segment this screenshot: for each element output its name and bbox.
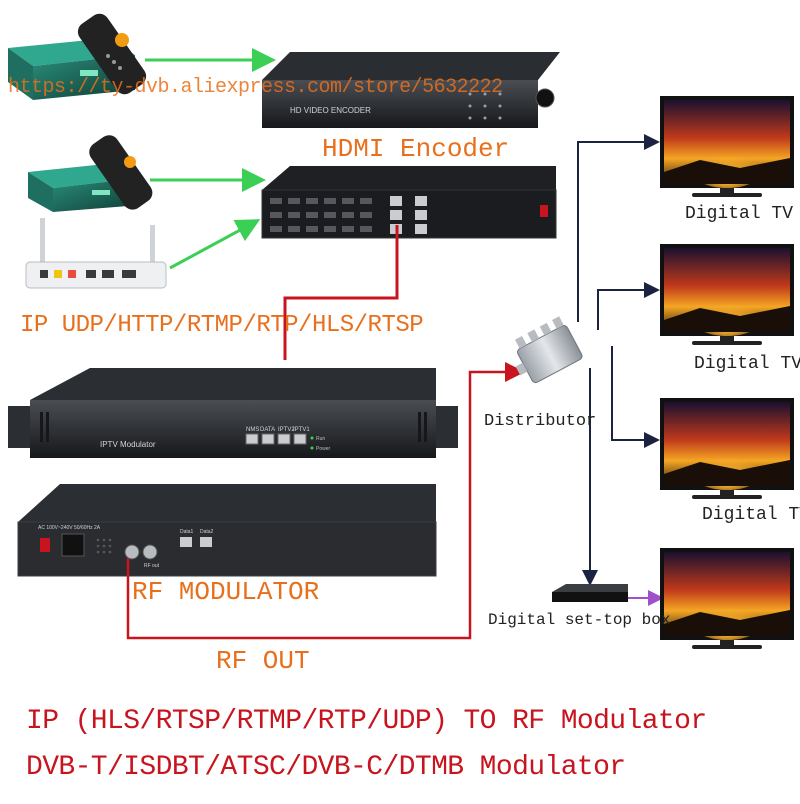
modulator-ethernet-ports bbox=[245, 433, 307, 445]
headline-line2: DVB-T/ISDBT/ATSC/DVB-C/DTMB Modulator bbox=[26, 752, 626, 783]
encoder-panel-label: HD VIDEO ENCODER bbox=[290, 106, 371, 115]
led-label-run: Run bbox=[316, 436, 325, 442]
digital-tv-1 bbox=[660, 96, 794, 197]
port-label-data: DATA bbox=[260, 427, 275, 433]
distributor-label: Distributor bbox=[484, 412, 597, 431]
port-label-iptv2: IPTV2 bbox=[278, 427, 295, 433]
ip-cable-gateway-to-modulator bbox=[283, 225, 399, 360]
hdmi-encoder-device: HD VIDEO ENCODER bbox=[262, 52, 560, 128]
led-label-power: Power bbox=[316, 446, 331, 452]
tv1-label: Digital TV bbox=[685, 204, 794, 224]
digital-set-top-box-icon bbox=[552, 584, 628, 602]
tv2-label: Digital TV bbox=[694, 354, 800, 374]
hdmi-port-array bbox=[270, 198, 372, 232]
cable-to-tv3 bbox=[611, 346, 660, 448]
router-icon bbox=[25, 218, 167, 289]
digital-tv-4 bbox=[660, 548, 794, 649]
tv3-label: Digital TV bbox=[702, 505, 800, 525]
rf-out-port-label: RF out bbox=[144, 563, 160, 569]
remote-control-icon-2 bbox=[89, 135, 153, 210]
ip-gateway-device bbox=[261, 166, 557, 239]
cable-to-tv2 bbox=[597, 282, 660, 330]
port-label-nms: NMS bbox=[246, 427, 259, 433]
store-url-watermark: https://ty-dvb.aliexpress.com/store/5632… bbox=[8, 76, 503, 99]
set-top-box-label: Digital set-top box bbox=[488, 611, 671, 629]
rf-cable-to-distributor bbox=[126, 362, 525, 640]
rf-out-label: RF OUT bbox=[216, 646, 310, 676]
power-switch-icon bbox=[40, 538, 50, 552]
modulator-panel-label: IPTV Modulator bbox=[100, 440, 156, 449]
cable-to-tv1 bbox=[577, 134, 660, 322]
headline-line1: IP (HLS/RTSP/RTMP/RTP/UDP) TO RF Modulat… bbox=[26, 706, 707, 737]
rf-out-connectors bbox=[124, 544, 158, 560]
port-label-iptv1: IPTV1 bbox=[293, 427, 310, 433]
digital-tv-2 bbox=[660, 244, 794, 345]
input-arrows bbox=[145, 48, 276, 270]
power-socket-icon bbox=[61, 533, 85, 557]
power-spec-label: AC 100V~240V 50/60Hz 2A bbox=[38, 525, 101, 531]
iptv-modulator-front: IPTV Modulator NMS DATA IPTV2 IPTV1 Run … bbox=[8, 368, 458, 458]
hdmi-encoder-label: HDMI Encoder bbox=[322, 134, 510, 164]
rf-modulator-rear: AC 100V~240V 50/60Hz 2A RF out Data1 Dat… bbox=[17, 484, 437, 577]
digital-tv-3 bbox=[660, 398, 794, 499]
distributor-splitter-icon bbox=[514, 316, 583, 384]
data2-port-label: Data2 bbox=[200, 529, 214, 535]
ip-protocols-label: IP UDP/HTTP/RTMP/RTP/HLS/RTSP bbox=[20, 312, 424, 339]
arrow-router-to-gateway bbox=[169, 219, 261, 270]
rf-modulator-label: RF MODULATOR bbox=[132, 577, 320, 607]
output-cables bbox=[577, 134, 660, 586]
data1-port-label: Data1 bbox=[180, 529, 194, 535]
remote-control-icon bbox=[77, 13, 147, 95]
